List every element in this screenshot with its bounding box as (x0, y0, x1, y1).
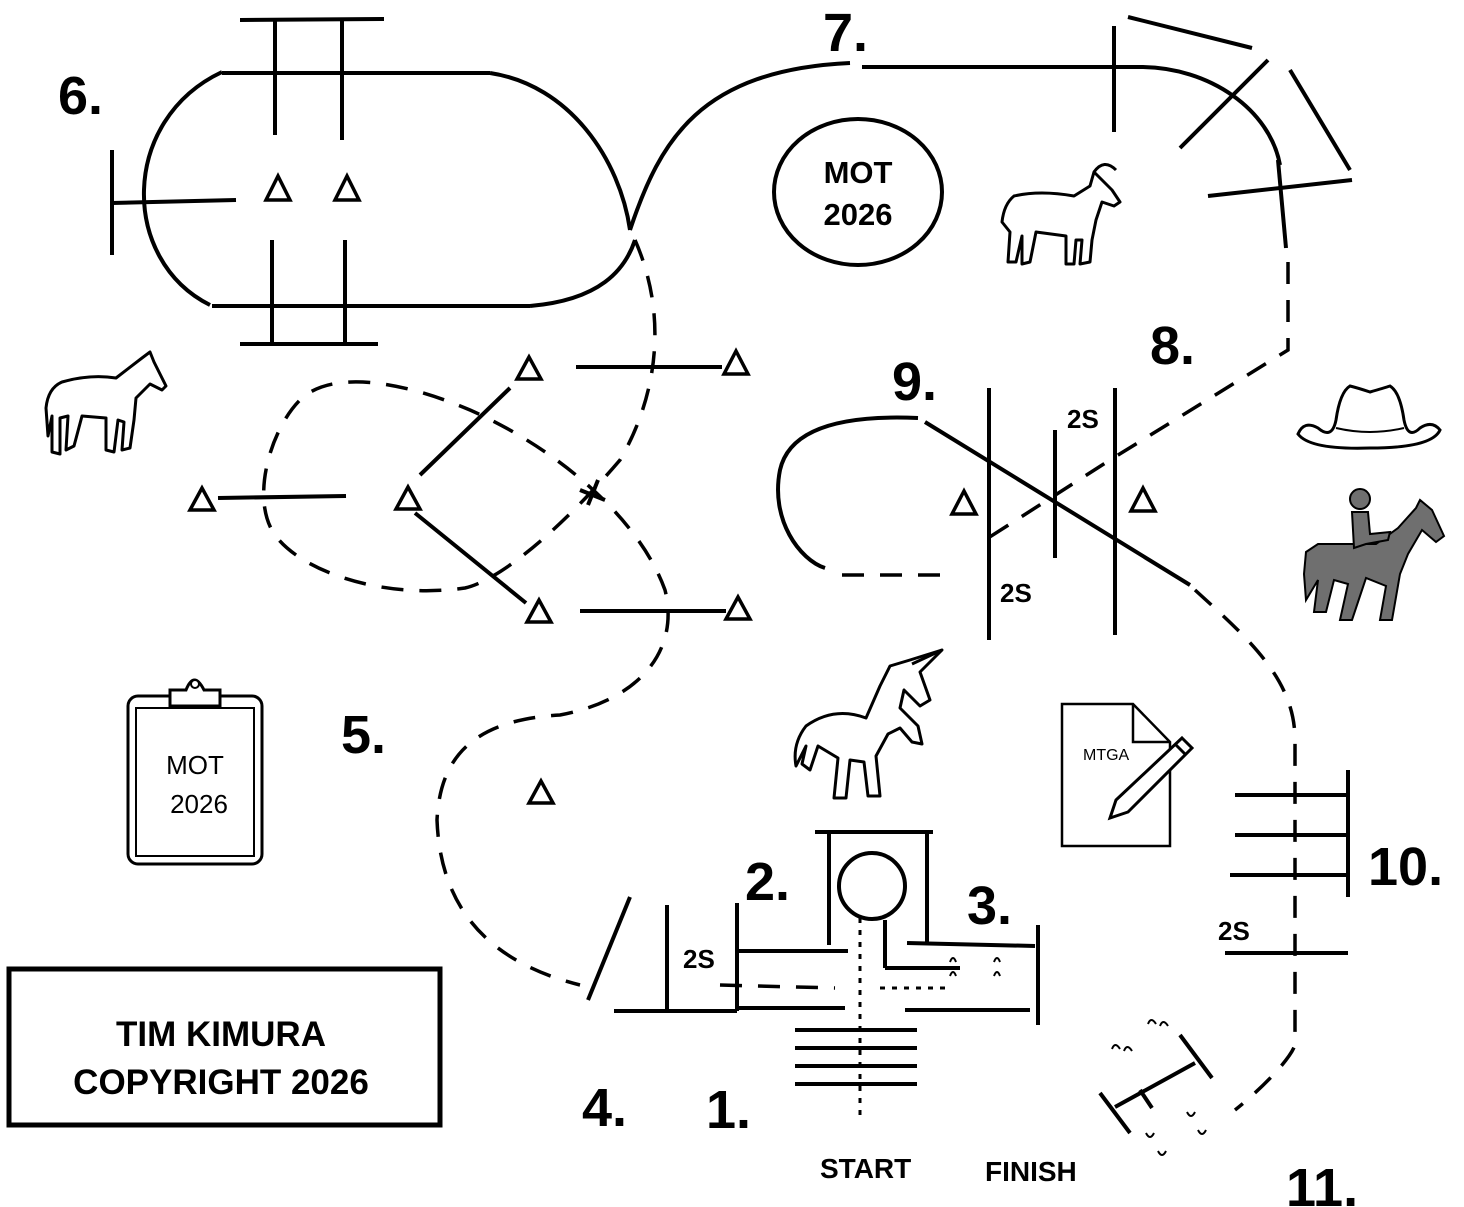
cowboy-hat-icon (1296, 384, 1442, 450)
obstacle-10-label: 10. (1368, 837, 1443, 897)
obstacle-8-label: 8. (1150, 316, 1195, 376)
cone-marker (514, 353, 544, 381)
copyright-line1: TIM KIMURA (116, 1015, 326, 1054)
finish-label: FINISH (985, 1156, 1077, 1187)
cone-marker (393, 483, 423, 511)
obstacle-7 (628, 15, 1353, 249)
clipboard-line1: MOT (166, 750, 224, 780)
obstacle-5 (187, 347, 753, 805)
document-pen-icon: MTGA (1060, 702, 1195, 848)
cone-marker (526, 777, 556, 805)
obstacle-5-label: 5. (341, 705, 386, 765)
obstacle-11 (1098, 1019, 1214, 1156)
obstacle-3-label: 3. (967, 876, 1012, 936)
cone-marker (1128, 484, 1158, 513)
mot-badge-line1: MOT (824, 155, 893, 190)
cone-marker (524, 596, 554, 624)
two-stride-marker: 2S (683, 944, 715, 974)
hoofprint-group (949, 957, 1001, 977)
obstacle-2-label: 2. (745, 852, 790, 912)
start-label: START (820, 1153, 911, 1184)
cone-marker (723, 593, 753, 621)
copyright-line2: COPYRIGHT 2026 (73, 1063, 369, 1102)
cone-marker (332, 172, 362, 202)
obstacle-1-label: 1. (706, 1080, 751, 1140)
start-finish-area (586, 830, 1040, 1120)
obstacle-6 (110, 17, 637, 346)
horse-icon (44, 350, 168, 456)
rider-icon (1302, 488, 1446, 621)
mot-badge-line2: 2026 (824, 197, 893, 232)
obstacle-number-labels: 1. 2. 3. 4. 5. 6. 7. 8. 9. 10. 11. (58, 3, 1443, 1207)
two-stride-marker: 2S (1067, 404, 1099, 434)
obstacle-4-label: 4. (582, 1078, 627, 1138)
obstacle-9-label: 9. (892, 352, 937, 412)
obstacle-6-label: 6. (58, 66, 103, 126)
copyright-box: TIM KIMURA COPYRIGHT 2026 (6, 966, 443, 1128)
hoofprint-group (1111, 1019, 1207, 1156)
start-circle (837, 851, 907, 921)
obstacle-7-label: 7. (823, 3, 868, 63)
unicorn-icon (793, 648, 944, 800)
route-lines (261, 239, 1297, 1112)
cone-marker (721, 347, 751, 376)
cone-marker (949, 487, 979, 516)
document-label: MTGA (1083, 747, 1130, 764)
clipboard-line2: 2026 (170, 789, 228, 819)
two-stride-marker: 2S (1000, 578, 1032, 608)
obstacle-11-label: 11. (1286, 1158, 1358, 1207)
mot-badge: MOT 2026 (772, 117, 944, 267)
clipboard-icon: MOT 2026 (126, 678, 264, 866)
obstacle-10 (1225, 770, 1350, 955)
goat-icon (1000, 163, 1122, 266)
cone-marker (187, 484, 217, 512)
two-stride-marker: 2S (1218, 916, 1250, 946)
obstacle-9 (776, 388, 1192, 640)
cone-marker (263, 172, 293, 202)
